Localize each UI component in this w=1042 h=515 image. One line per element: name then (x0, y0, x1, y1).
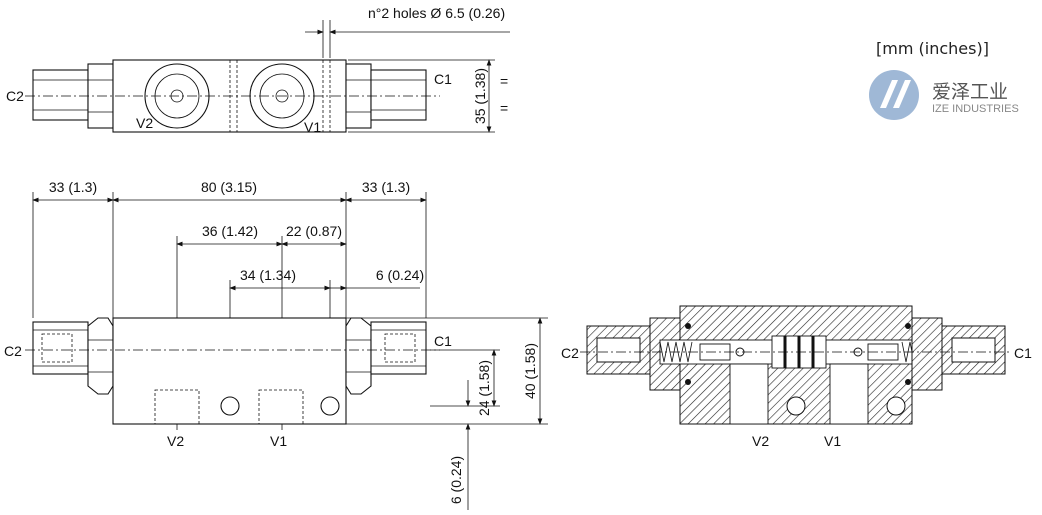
equal-mark-bottom: = (500, 100, 508, 116)
dim-34-label: 34 (1.34) (240, 267, 296, 283)
top-port-v1: V1 (304, 119, 321, 135)
front-view: 33 (1.3) 80 (3.15) 33 (1.3) 36 (1.42) 22… (4, 179, 548, 510)
section-port-v2: V2 (752, 433, 769, 449)
dim-40-label: 40 (1.58) (522, 343, 538, 399)
logo-english-text: IZE INDUSTRIES (932, 103, 1019, 115)
dim-24-label: 24 (1.58) (476, 360, 492, 416)
top-port-c2: C2 (6, 88, 24, 104)
section-port-c2: C2 (561, 345, 579, 361)
dim-6-top-label: 6 (0.24) (376, 267, 424, 283)
top-port-c1: C1 (434, 71, 452, 87)
equal-mark-top: = (500, 73, 508, 89)
dim-6-bottom-label: 6 (0.24) (448, 456, 464, 504)
top-port-v2: V2 (136, 115, 153, 131)
logo-chinese-text: 爱泽工业 (932, 81, 1008, 103)
front-port-v2: V2 (167, 433, 184, 449)
dim-22-label: 22 (0.87) (286, 223, 342, 239)
dim-left-label: 33 (1.3) (49, 179, 97, 195)
dim-36-label: 36 (1.42) (202, 223, 258, 239)
logo-mark-icon (869, 70, 919, 120)
units-label: [mm (inches)] (876, 39, 989, 58)
front-port-c1: C1 (434, 333, 452, 349)
section-view: C2 C1 V2 V1 (561, 305, 1032, 449)
front-port-v1: V1 (270, 433, 287, 449)
holes-dimension-label: n°2 holes Ø 6.5 (0.26) (368, 5, 505, 21)
section-port-v1: V1 (824, 433, 841, 449)
ize-logo: 爱泽工业 IZE INDUSTRIES (869, 70, 1019, 120)
front-port-c2: C2 (4, 343, 22, 359)
dim-center-label: 80 (3.15) (201, 179, 257, 195)
dim-right-label: 33 (1.3) (362, 179, 410, 195)
section-port-c1: C1 (1014, 345, 1032, 361)
top-view: n°2 holes Ø 6.5 (0.26) 35 (1.38) = = C2 … (6, 5, 510, 135)
height-35-label: 35 (1.38) (472, 68, 488, 124)
